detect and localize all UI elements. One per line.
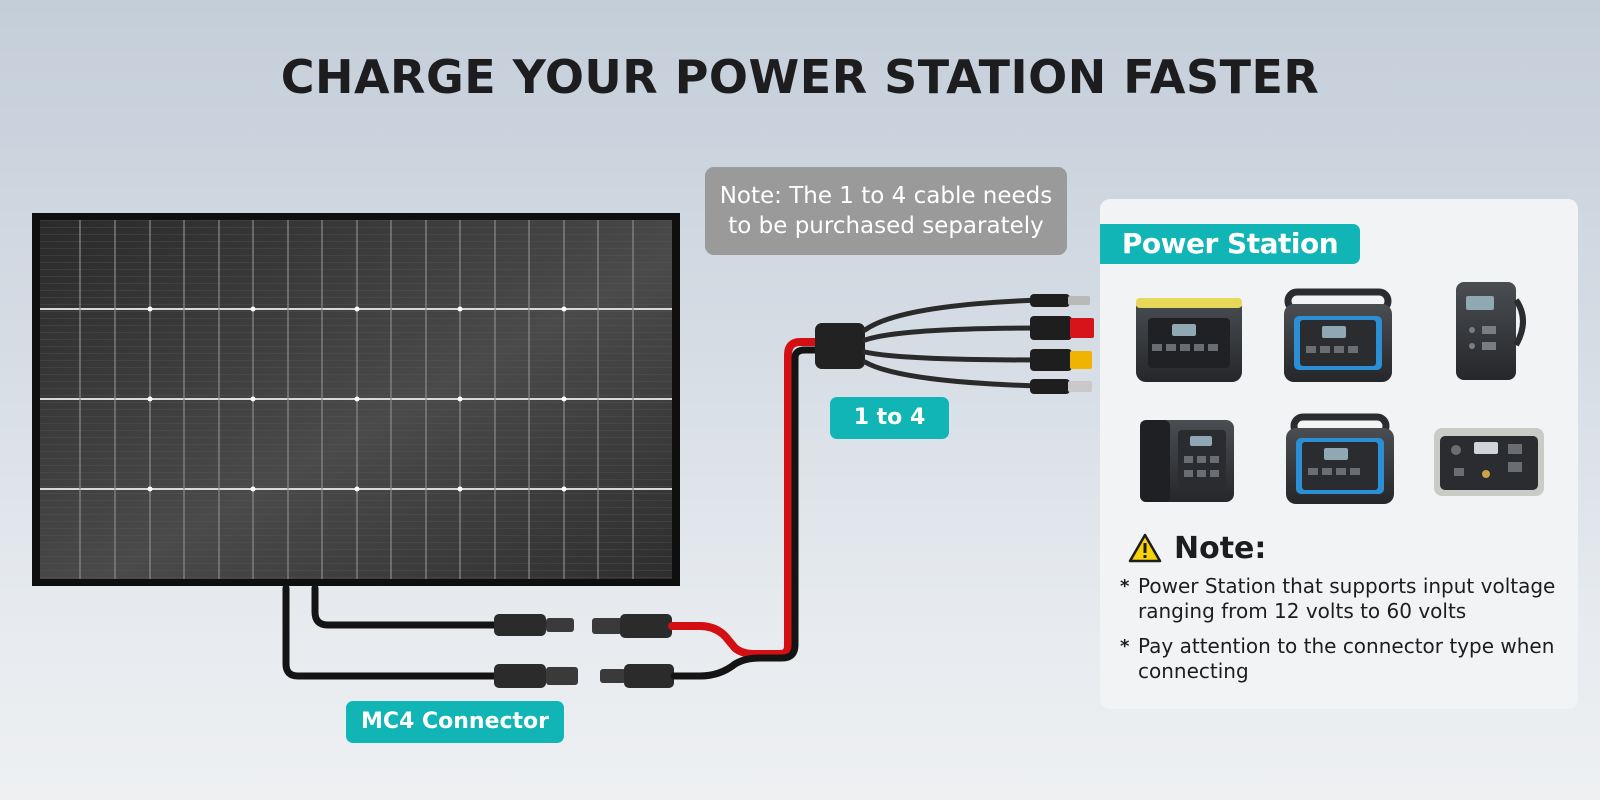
list-item: * Pay attention to the connector type wh… xyxy=(1120,634,1570,684)
bullet-star: * xyxy=(1120,636,1130,657)
note-text: Pay attention to the connector type when… xyxy=(1138,634,1555,683)
mc4-connector-left xyxy=(494,614,578,688)
splitter-1-to-4 xyxy=(815,294,1094,394)
panel-cables xyxy=(282,584,501,680)
cable-note-bubble: Note: The 1 to 4 cable needs to be purch… xyxy=(705,167,1067,255)
power-station-header: Power Station xyxy=(1100,224,1360,264)
notes-list: * Power Station that supports input volt… xyxy=(1120,574,1570,694)
one-to-four-label: 1 to 4 xyxy=(830,397,949,439)
mc4-connector-right xyxy=(592,614,674,688)
note-text: Power Station that supports input voltag… xyxy=(1138,574,1556,623)
warning-icon xyxy=(1128,533,1162,563)
list-item: * Power Station that supports input volt… xyxy=(1120,574,1570,624)
solar-panel-image xyxy=(32,213,680,586)
cable-note-line-1: Note: The 1 to 4 cable needs xyxy=(719,183,1053,209)
page-title: CHARGE YOUR POWER STATION FASTER xyxy=(280,50,1320,104)
extension-cable xyxy=(668,338,822,680)
note-title: Note: xyxy=(1174,530,1267,566)
note-heading: Note: xyxy=(1128,528,1266,568)
cable-note-line-2: to be purchased separately xyxy=(728,213,1044,239)
mc4-connector-label: MC4 Connector xyxy=(346,701,564,743)
bullet-star: * xyxy=(1120,576,1130,597)
